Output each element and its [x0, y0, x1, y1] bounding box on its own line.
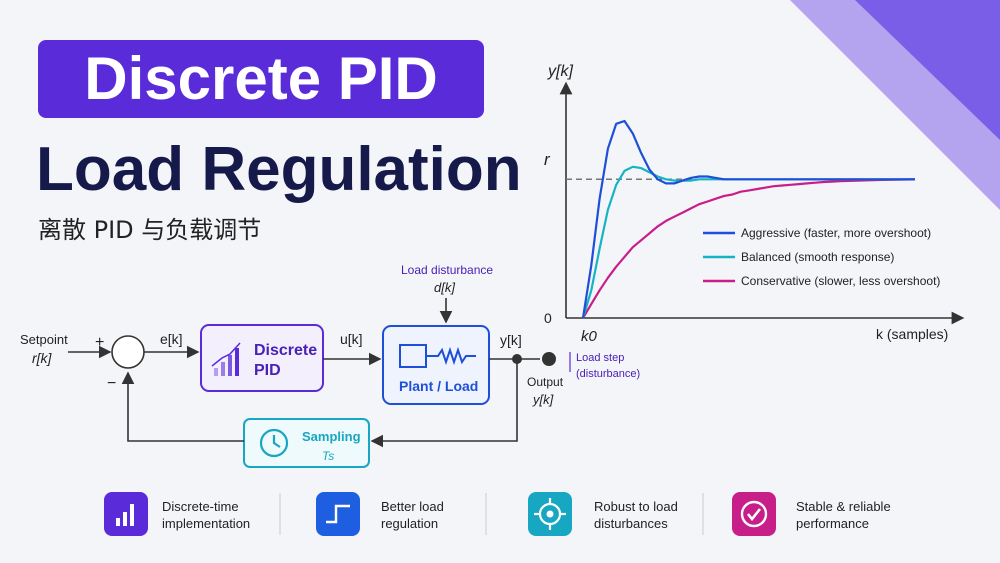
output-terminal	[542, 352, 556, 366]
load-step-sub: (disturbance)	[576, 368, 640, 380]
origin-label: 0	[544, 310, 552, 326]
pid-label-line2: PID	[254, 362, 281, 379]
legend-label-0: Aggressive (faster, more overshoot)	[741, 226, 931, 240]
title-banner	[38, 40, 484, 118]
x-start-label: k0	[581, 328, 598, 345]
clock-icon	[259, 428, 289, 458]
control-label: u[k]	[340, 331, 363, 347]
legend-label-1: Balanced (smooth response)	[741, 250, 894, 264]
reference-label: r	[544, 150, 551, 169]
series-line-2	[582, 178, 916, 319]
minus-sign: −	[107, 375, 116, 392]
x-axis-label: k (samples)	[876, 326, 948, 342]
output-label: Output	[527, 375, 564, 389]
page-subtitle: Load Regulation	[36, 135, 522, 204]
target-icon	[528, 492, 572, 536]
sampling-label: Sampling	[302, 429, 361, 444]
setpoint-symbol: r[k]	[32, 350, 53, 366]
pid-label-line1: Discrete	[254, 342, 317, 359]
feedback-path-left	[121, 371, 244, 442]
sampling-symbol: Ts	[322, 449, 334, 463]
spring-mass-icon	[399, 344, 476, 368]
error-label: e[k]	[160, 331, 183, 347]
check-circle-icon	[732, 492, 776, 536]
page-subtitle-cn: 离散 PID 与负载调节	[38, 216, 262, 244]
output-symbol: y[k]	[532, 392, 554, 407]
y-axis-label: y[k]	[547, 63, 573, 80]
pid-bars-icon	[211, 342, 241, 376]
output-symbol-top: y[k]	[500, 332, 522, 348]
feedback-path-right	[370, 359, 518, 448]
chart-legend: Aggressive (faster, more overshoot) Balan…	[703, 226, 940, 288]
disturbance-label: Load disturbance	[401, 263, 493, 277]
series-group	[581, 119, 916, 319]
setpoint-label: Setpoint	[20, 332, 68, 347]
plant-label: Plant / Load	[399, 378, 478, 394]
step-icon	[316, 492, 360, 536]
load-step-label: Load step	[576, 352, 624, 364]
bar-chart-icon	[104, 492, 148, 536]
legend-label-2: Conservative (slower, less overshoot)	[741, 274, 940, 288]
series-line-0	[581, 119, 915, 319]
disturbance-symbol: d[k]	[434, 280, 455, 295]
plus-sign: +	[95, 334, 104, 351]
page-title: Discrete PID	[84, 45, 438, 112]
